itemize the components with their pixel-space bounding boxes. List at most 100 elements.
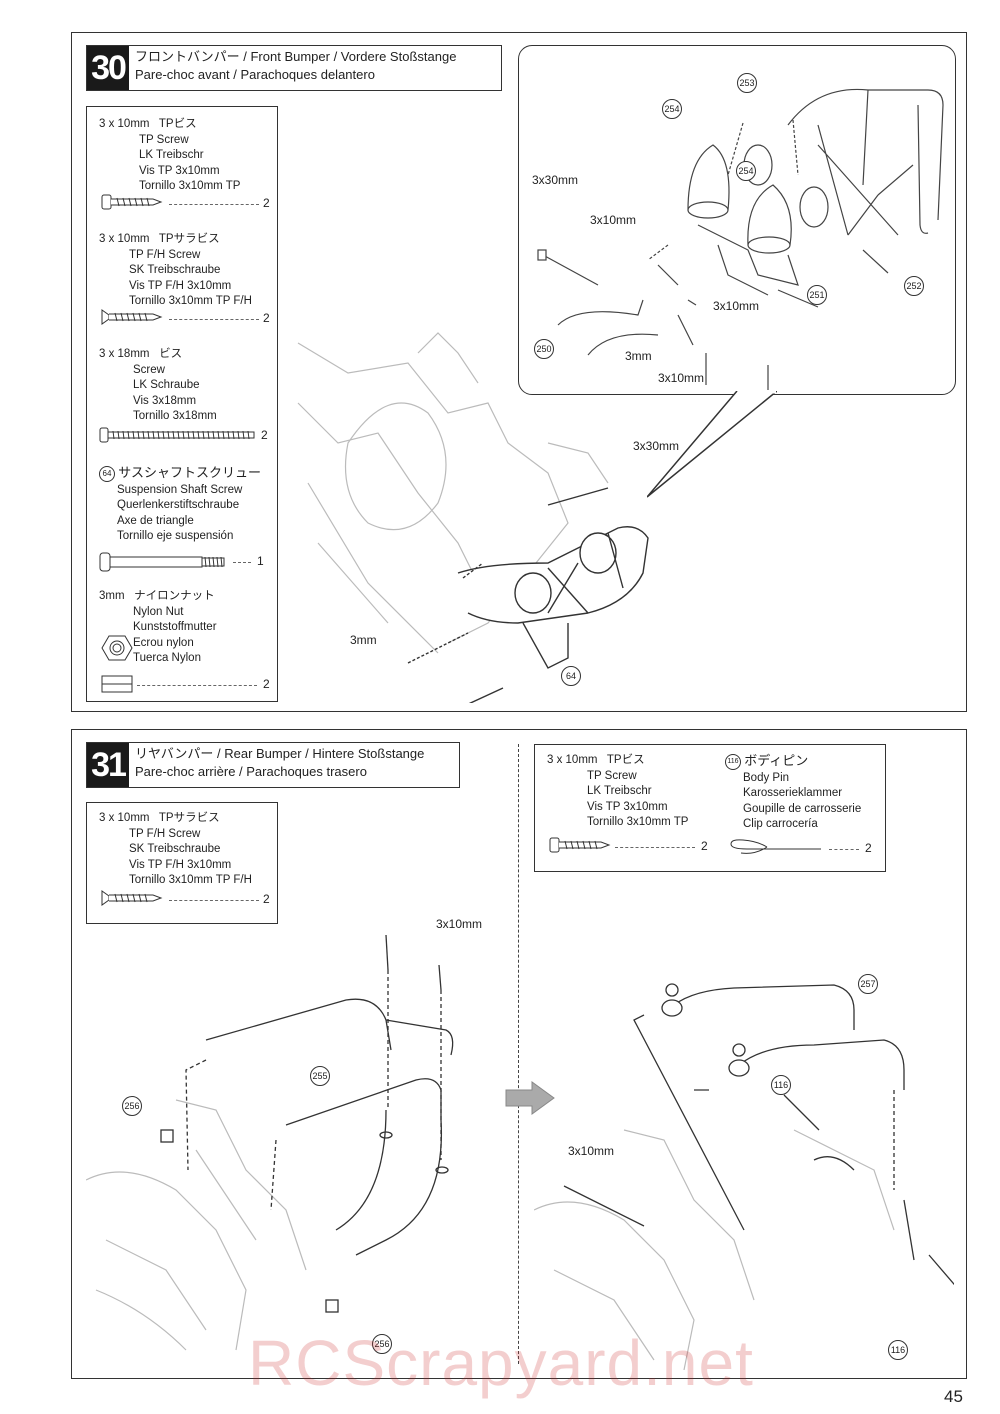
part-callout-256b: 256 [372,1334,392,1354]
part-size: 3 x 10mm [547,754,598,766]
part-name: Axe de triangle [117,514,194,527]
front-bumper-exploded-illustration [537,88,944,390]
part-name-jp: ボディピン [744,753,809,768]
part-size: 3 x 18mm [99,348,150,360]
parts-item-suspension-shaft-screw: 64 サスシャフトスクリュー Suspension Shaft Screw Qu… [99,465,261,545]
parts-item-tp-fh-screw: 3 x 10mm TPサラビス TP F/H Screw SK Treibsch… [99,811,252,889]
parts-item-body-pin: 116 ボディピン Body Pin Karosserieklammer Gou… [725,753,861,833]
part-callout-116: 116 [771,1075,791,1095]
suspension-shaft-screw-icon [99,552,225,572]
step-31-parts-box-right: 3 x 10mm TPビス TP Screw LK Treibschr Vis … [534,744,886,872]
part-callout-254b: 254 [736,161,756,181]
part-size: 3 x 10mm [99,118,150,130]
part-name: Tornillo 3x10mm TP [587,816,689,828]
callout-label-3x10-c: 3x10mm [658,371,705,385]
rear-body-post-illustration [534,983,954,1370]
callout-label-3x10-b: 3x10mm [713,299,760,313]
part-number-badge: 116 [725,753,741,770]
callout-pointer [647,391,777,498]
part-qty: 1 [257,554,264,568]
part-number-badge: 64 [99,465,115,482]
part-callout-64: 64 [561,666,581,686]
part-name-jp: TPビス [606,754,645,766]
part-qty: 2 [263,311,270,325]
part-qty: 2 [701,839,708,853]
body-pin-icon [730,839,821,854]
tp-fh-screw-icon [101,309,163,325]
part-callout-250: 250 [534,339,554,359]
main-label-3mm: 3mm [350,633,377,647]
parts-item-tp-fh-screw: 3 x 10mm TPサラビス TP F/H Screw SK Treibsch… [99,232,252,310]
step-31-number: 31 [87,743,129,787]
part-callout-252: 252 [904,276,924,296]
part-name: TP Screw [139,133,189,146]
part-name: Screw [133,363,165,376]
tp-fh-screw-icon [101,890,163,906]
tp-screw-icon [101,194,163,210]
part-name-jp: ナイロンナット [134,590,215,602]
step-31-title-line1: リヤバンパー / Rear Bumper / Hintere Stoßstang… [135,746,425,761]
part-callout-254: 254 [662,99,682,119]
part-name: Ecrou nylon [133,636,194,649]
part-name-jp: ビス [159,348,183,360]
step-30-detail-callout [518,45,956,395]
part-name: SK Treibschraube [129,264,221,276]
part-name: Karosserieklammer [743,787,843,799]
step-30-header: 30 フロントバンパー / Front Bumper / Vordere Sto… [86,45,502,91]
part-name: Nylon Nut [133,605,184,618]
watermark: RCScrapyard.net [248,1327,754,1399]
parts-item-tp-screw: 3 x 10mm TPビス TP Screw LK Treibschr Vis … [547,753,688,831]
part-qty: 2 [263,892,270,906]
part-name: Kunststoffmutter [133,621,217,633]
callout-label-3x30: 3x30mm [532,173,579,187]
part-name: Suspension Shaft Screw [117,483,243,496]
part-name: LK Schraube [133,379,200,391]
part-qty: 2 [263,196,270,210]
part-size: 3mm [99,590,125,602]
part-name: Clip carrocería [743,818,818,830]
part-name: Vis TP 3x10mm [587,800,668,813]
step-arrow-icon [505,1081,555,1115]
part-callout-255: 255 [310,1066,330,1086]
part-size: 3 x 10mm [99,233,150,245]
part-name: Body Pin [743,771,790,784]
parts-item-nylon-nut: 3mm ナイロンナット Nylon Nut Kunststoffmutter E… [99,589,217,667]
part-size: 3 x 10mm [99,812,150,824]
part-name: Vis 3x18mm [133,394,197,407]
part-callout-253: 253 [737,73,757,93]
step-31-frame: 31 リヤバンパー / Rear Bumper / Hintere Stoßst… [71,729,967,1379]
part-qty: 2 [865,841,872,855]
parts-item-tp-screw: 3 x 10mm TPビス TP Screw LK Treibschr Vis … [99,117,240,195]
part-name-jp: TPサラビス [158,812,220,824]
main-label-3x30: 3x30mm [633,439,680,453]
part-name: Tornillo eje suspensión [117,530,234,542]
step-31-parts-box: 3 x 10mm TPサラビス TP F/H Screw SK Treibsch… [86,802,278,924]
part-name: SK Treibschraube [129,843,221,855]
part-name: TP F/H Screw [129,827,201,840]
page-number: 45 [944,1387,963,1406]
step-31-header: 31 リヤバンパー / Rear Bumper / Hintere Stoßst… [86,742,460,788]
part-name-jp: サスシャフトスクリュー [118,465,261,480]
step-30-parts-box: 3 x 10mm TPビス TP Screw LK Treibschr Vis … [86,106,278,702]
part-name: Tornillo 3x10mm TP F/H [129,874,252,886]
part-name: Tuerca Nylon [133,652,201,664]
front-chassis-illustration [297,332,649,703]
rear-bumper-left-illustration [86,934,454,1351]
step-31-title-line2: Pare-choc arrière / Parachoques trasero [135,764,367,779]
part-name: Querlenkerstiftschraube [117,499,240,511]
part-qty: 2 [263,677,270,691]
part-name-jp: TPビス [158,118,197,130]
tp-screw-icon [549,837,611,853]
part-name-jp: TPサラビス [158,233,220,245]
step-30-number: 30 [87,46,129,90]
part-name: TP F/H Screw [129,248,201,261]
rear-left-label-3x10: 3x10mm [436,917,483,931]
part-name: Vis TP F/H 3x10mm [129,279,232,292]
part-name: TP Screw [587,769,637,782]
part-callout-251: 251 [807,285,827,305]
part-callout-116b: 116 [888,1340,908,1360]
part-qty: 2 [261,428,268,442]
part-name: Tornillo 3x18mm [133,410,217,422]
rear-right-label-3x10: 3x10mm [568,1144,615,1158]
part-callout-257: 257 [858,974,878,994]
